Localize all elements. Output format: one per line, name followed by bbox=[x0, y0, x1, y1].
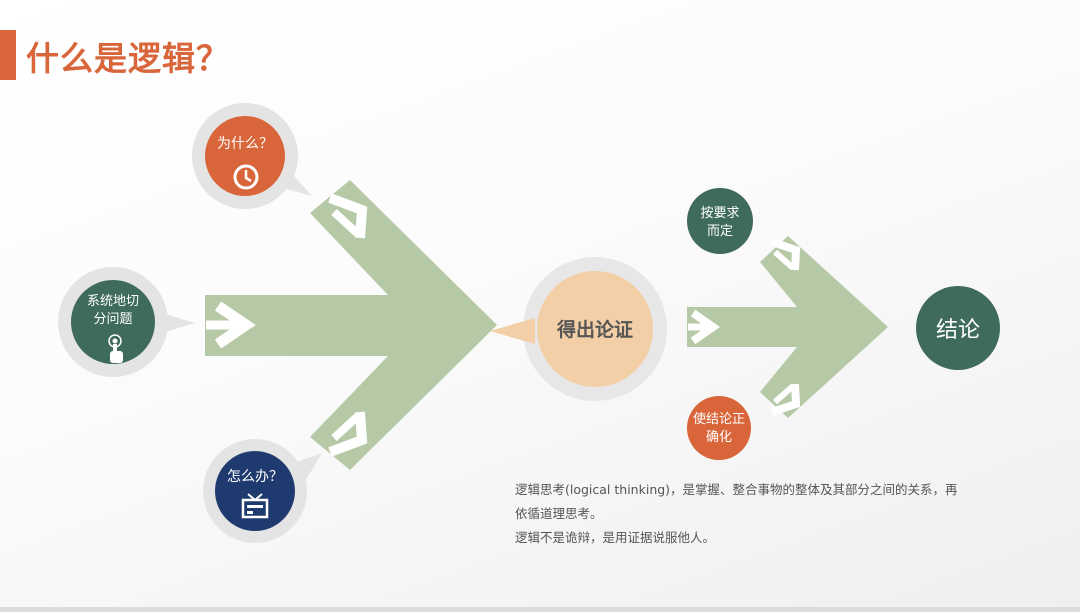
split-label-line1: 系统地切 bbox=[87, 294, 139, 309]
split-label-line2: 分问题 bbox=[93, 312, 132, 327]
upper-chevron bbox=[328, 193, 368, 239]
split-problem-bubble: 系统地切 分问题 bbox=[58, 267, 195, 377]
center-label: 得出论证 bbox=[556, 318, 633, 341]
description-text: 逻辑思考(logical thinking)，是掌握、整合事物的整体及其部分之间… bbox=[515, 478, 965, 550]
why-label: 为什么？ bbox=[217, 136, 273, 152]
as-required-line1: 按要求 bbox=[700, 206, 739, 221]
lower-chevron bbox=[328, 411, 368, 457]
description-line2: 逻辑不是诡辩，是用证据说服他人。 bbox=[515, 530, 716, 545]
conclusion-node: 结论 bbox=[916, 286, 1000, 370]
as-required-line2: 而定 bbox=[707, 224, 733, 239]
why-bubble: 为什么？ bbox=[192, 103, 312, 209]
description-line1: 逻辑思考(logical thinking)，是掌握、整合事物的整体及其部分之间… bbox=[515, 482, 958, 521]
make-correct-node: 使结论正 确化 bbox=[687, 396, 751, 460]
left-chevron bbox=[214, 301, 256, 349]
how-label: 怎么办？ bbox=[227, 469, 283, 485]
make-correct-line2: 确化 bbox=[706, 430, 732, 445]
tv-icon bbox=[241, 493, 269, 519]
bottom-divider bbox=[0, 607, 1080, 612]
touch-hand-icon bbox=[108, 334, 123, 363]
main-arrow bbox=[205, 180, 497, 470]
as-required-node: 按要求 而定 bbox=[687, 188, 753, 254]
page-title: 什么是逻辑？ bbox=[26, 39, 230, 78]
conclusion-label: 结论 bbox=[936, 318, 980, 343]
make-correct-line1: 使结论正 bbox=[693, 411, 745, 427]
how-bubble: 怎么办？ bbox=[203, 439, 322, 543]
right-arrow bbox=[687, 236, 888, 418]
title-accent-bar bbox=[0, 30, 16, 80]
clock-icon bbox=[233, 164, 259, 190]
center-node: 得出论证 bbox=[490, 257, 667, 401]
